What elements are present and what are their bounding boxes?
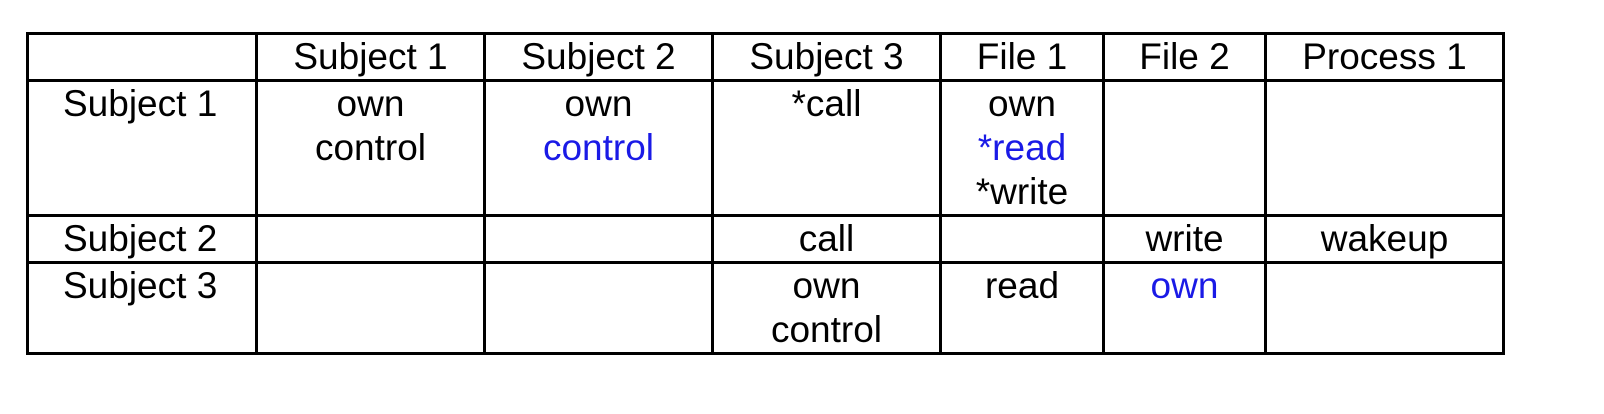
corner-cell <box>26 32 258 82</box>
right-entry: own <box>336 83 405 124</box>
matrix-cell <box>1264 261 1505 355</box>
right-entry: *call <box>791 83 862 124</box>
column-header-subject-3: Subject 3 <box>711 32 942 82</box>
matrix-cell <box>483 261 714 355</box>
header-row: Subject 1 Subject 2 Subject 3 File 1 Fil… <box>26 32 1505 82</box>
right-entry: own <box>564 83 633 124</box>
matrix-cell <box>939 214 1105 264</box>
matrix-row-subject-2: Subject 2 call write wakeup <box>26 214 1505 264</box>
column-header-subject-1: Subject 1 <box>255 32 486 82</box>
right-entry: call <box>798 218 855 259</box>
column-header-file-1: File 1 <box>939 32 1105 82</box>
right-entry: control <box>542 127 655 168</box>
matrix-cell: read <box>939 261 1105 355</box>
matrix-cell: write <box>1102 214 1267 264</box>
matrix-cell: own*read*write <box>939 79 1105 217</box>
matrix-cell: wakeup <box>1264 214 1505 264</box>
matrix-cell <box>1264 79 1505 217</box>
matrix-cell: call <box>711 214 942 264</box>
right-entry: own <box>988 83 1056 124</box>
matrix-cell <box>255 261 486 355</box>
right-entry: read <box>984 265 1060 306</box>
column-header-file-2: File 2 <box>1102 32 1267 82</box>
row-label-subject-1: Subject 1 <box>26 79 258 217</box>
right-entry: write <box>1145 218 1224 259</box>
right-entry: own <box>1150 265 1219 306</box>
right-entry: wakeup <box>1320 218 1449 259</box>
row-label-subject-2: Subject 2 <box>26 214 258 264</box>
matrix-cell: *call <box>711 79 942 217</box>
right-entry: control <box>314 127 427 168</box>
row-label-subject-3: Subject 3 <box>26 261 258 355</box>
matrix-cell <box>255 214 486 264</box>
matrix-cell <box>1102 79 1267 217</box>
column-header-subject-2: Subject 2 <box>483 32 714 82</box>
right-entry: control <box>770 309 883 350</box>
right-entry: *write <box>975 171 1069 212</box>
access-control-matrix: Subject 1 Subject 2 Subject 3 File 1 Fil… <box>26 32 1505 355</box>
column-header-process-1: Process 1 <box>1264 32 1505 82</box>
matrix-cell <box>483 214 714 264</box>
right-entry: *read <box>977 127 1067 168</box>
matrix-cell: own <box>1102 261 1267 355</box>
right-entry: own <box>792 265 861 306</box>
